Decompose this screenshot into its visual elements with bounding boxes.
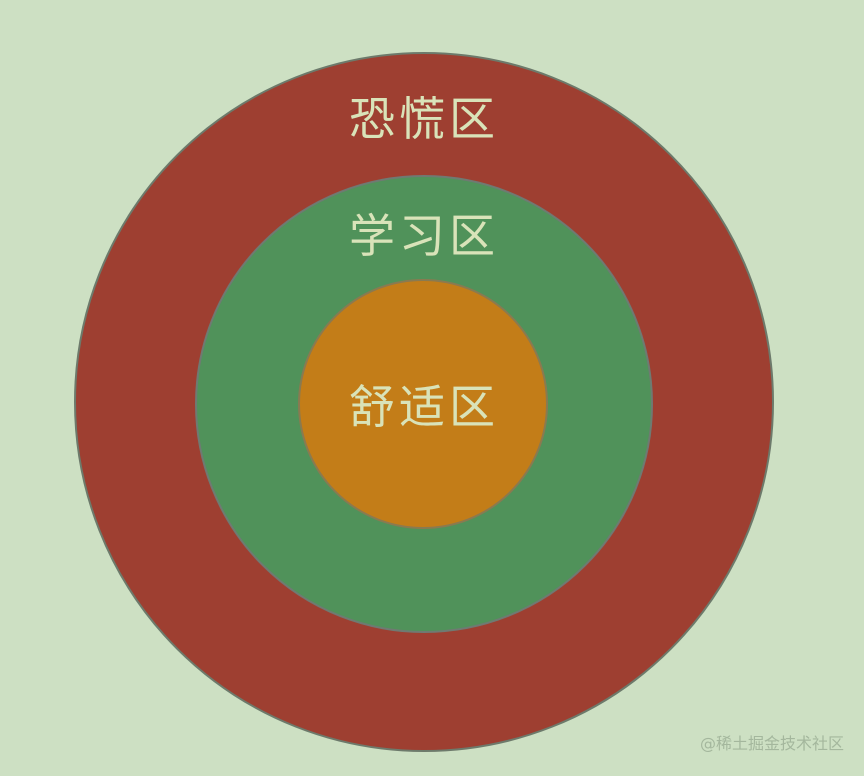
watermark: @稀土掘金技术社区 (699, 734, 844, 753)
panic-zone-label: 恐慌区 (349, 92, 499, 146)
comfort-zone-label: 舒适区 (349, 380, 499, 434)
comfort-zone-circle (298, 279, 548, 529)
learning-zone-label: 学习区 (349, 209, 499, 263)
